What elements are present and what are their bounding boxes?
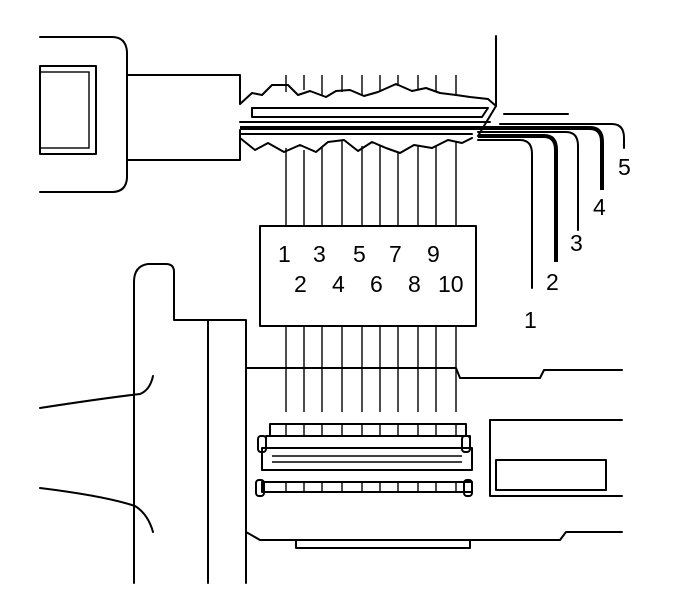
tier-number-labels: 1 2 3 4 5 (524, 154, 631, 333)
cutter-fixture (39, 263, 623, 584)
cut-number-9: 9 (427, 241, 440, 267)
tier-number-1: 1 (524, 307, 537, 333)
cut-number-7: 7 (389, 241, 402, 267)
cut-number-labels: 1 2 3 4 5 6 7 8 9 10 (278, 241, 464, 297)
pin-clamp (255, 423, 473, 497)
depth-tier-lines (477, 123, 625, 289)
cut-number-3: 3 (313, 241, 326, 267)
key-blade (239, 35, 569, 154)
tier-number-5: 5 (618, 154, 631, 180)
cut-number-5: 5 (353, 241, 366, 267)
key-bow (39, 36, 241, 193)
cut-number-6: 6 (370, 271, 383, 297)
cut-number-4: 4 (332, 271, 345, 297)
cut-number-2: 2 (294, 271, 307, 297)
cut-number-8: 8 (408, 271, 421, 297)
cut-number-10: 10 (438, 271, 464, 297)
tier-number-2: 2 (546, 269, 559, 295)
cut-number-1: 1 (278, 241, 291, 267)
cut-number-box (259, 225, 477, 327)
tier-number-3: 3 (570, 230, 583, 256)
tier-number-4: 4 (593, 194, 606, 220)
